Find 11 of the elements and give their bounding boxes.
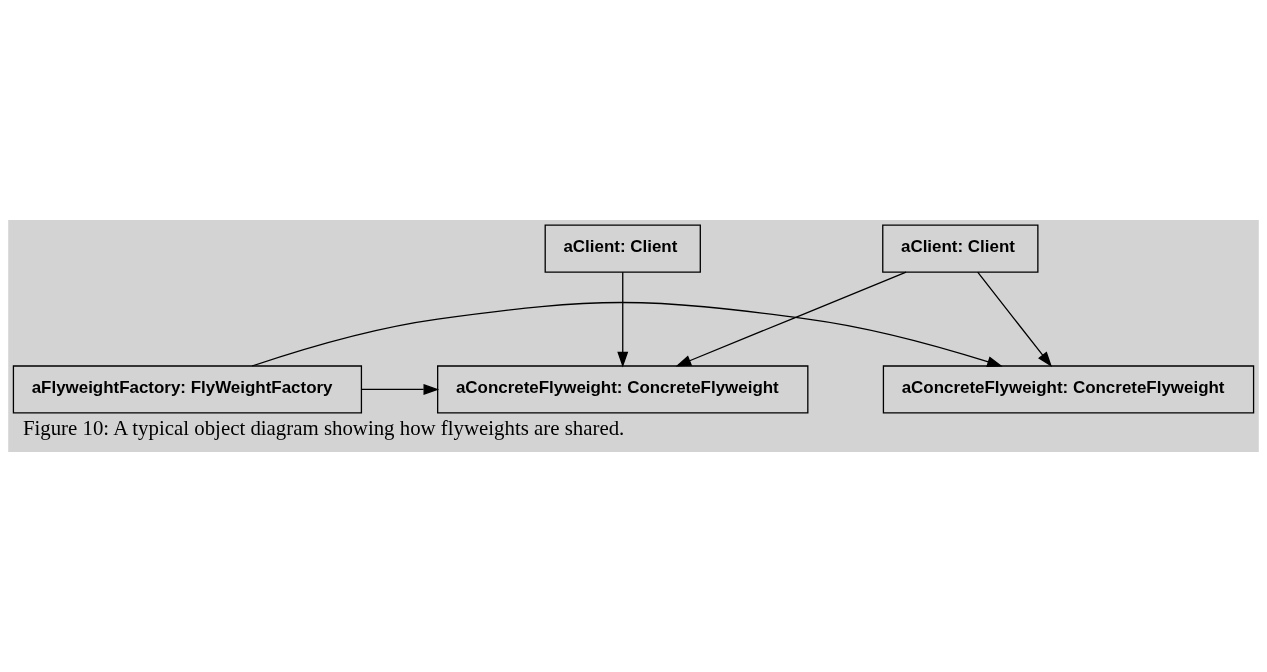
arrow [617,271,629,368]
node-box: aClient: Client [544,224,701,273]
node-box: aConcreteFlyweight: ConcreteFlyweight [437,365,809,414]
arrow [675,271,907,367]
arrow [361,383,440,395]
arrow [251,301,1003,367]
node-box: aConcreteFlyweight: ConcreteFlyweight [882,365,1255,414]
caption: Figure 10: A typical object diagram showing how flyweights are shared. [22,415,625,440]
node-box: aClient: Client [882,224,1039,273]
arrow [977,271,1052,368]
node-box: aFlyweightFactory: FlyWeightFactory [12,365,363,414]
